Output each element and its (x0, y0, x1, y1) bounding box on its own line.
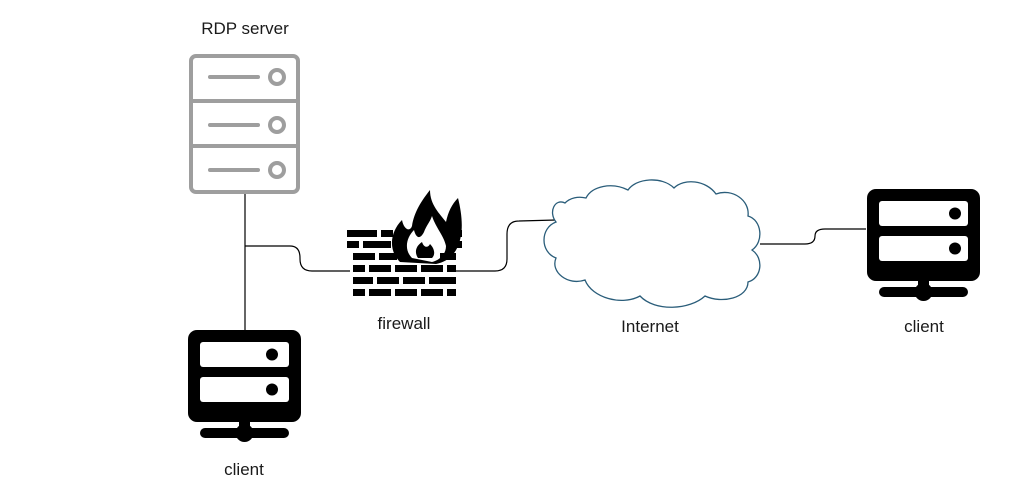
connector-firewall-to-internet (455, 219, 557, 272)
connector-internet-to-client (760, 228, 866, 245)
internet-label: Internet (621, 317, 679, 336)
client-left-label: client (224, 460, 264, 479)
firewall-label: firewall (377, 314, 431, 333)
server-rack-icon (189, 54, 300, 194)
connectors (244, 193, 866, 330)
cloud-icon (543, 179, 761, 308)
client-server-icon (188, 330, 301, 442)
rdp-server-label: RDP server (201, 19, 289, 38)
connector-server-to-firewall (245, 245, 350, 272)
firewall-icon (347, 190, 462, 296)
client-right-label: client (904, 317, 944, 336)
client-server-icon (867, 189, 980, 301)
